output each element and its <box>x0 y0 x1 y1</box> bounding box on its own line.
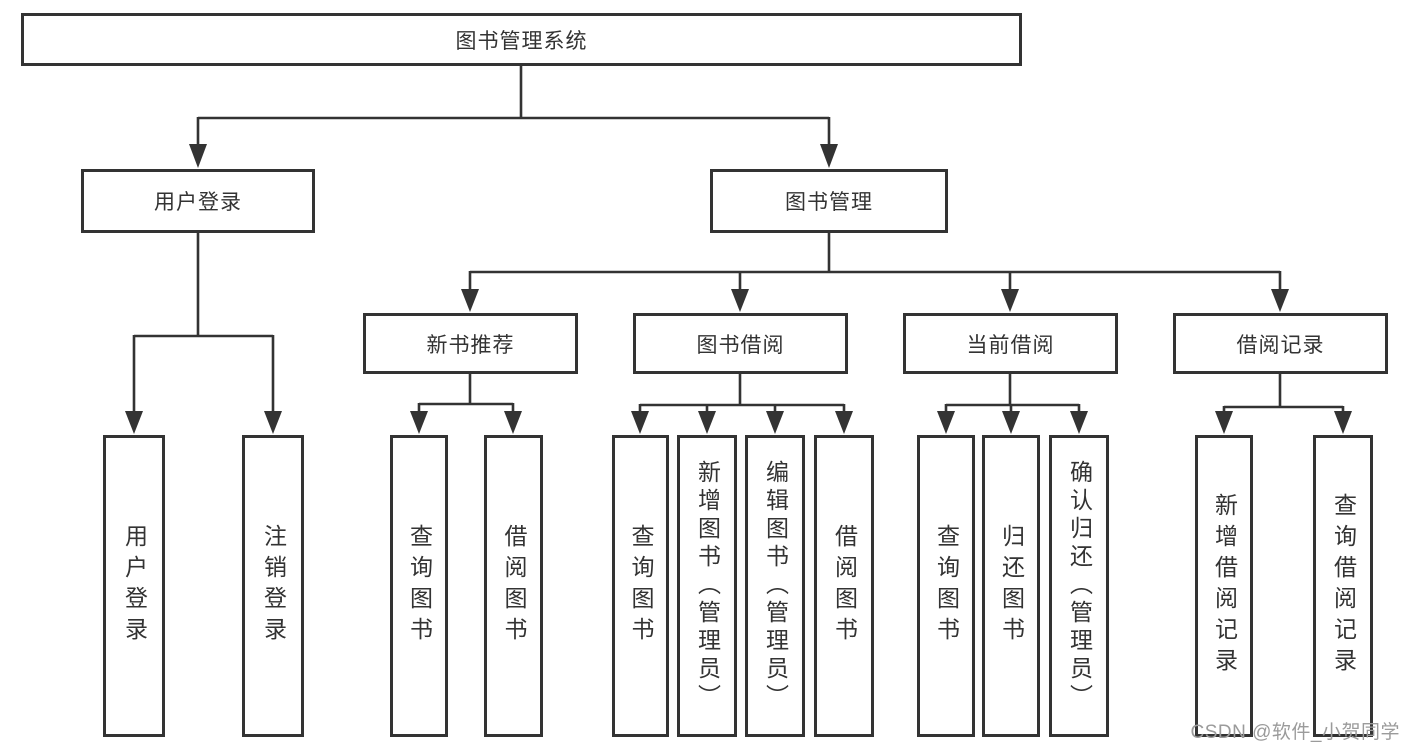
node-label: 新增图书（管理员） <box>694 460 721 712</box>
csdn-watermark: CSDN @软件_小贺同学 <box>1190 722 1400 743</box>
node-borrowing-records: 借阅记录 <box>1173 313 1388 374</box>
node-label: 确认归还（管理员） <box>1066 460 1093 712</box>
node-label: 查询图书 <box>406 524 433 648</box>
node-new-book-recommendation: 新书推荐 <box>363 313 578 374</box>
node-user-login: 用户登录 <box>103 435 165 737</box>
node-user-login-group: 用户登录 <box>81 169 315 233</box>
node-label: 图书管理系统 <box>455 29 588 53</box>
node-label: 用户登录 <box>154 191 242 214</box>
node-label: 查询图书 <box>933 524 960 648</box>
node-label: 图书管理 <box>785 191 873 214</box>
node-label: 当前借阅 <box>966 333 1055 357</box>
node-label: 新书推荐 <box>426 333 515 357</box>
node-label: 借阅图书 <box>501 524 527 648</box>
node-logout: 注销登录 <box>242 435 304 737</box>
node-library-management-system: 图书管理系统 <box>21 13 1022 66</box>
node-label: 归还图书 <box>998 524 1025 648</box>
node-borrow-books: 借阅图书 <box>484 435 543 737</box>
node-borrow-books: 借阅图书 <box>814 435 874 737</box>
node-confirm-return-admin: 确认归还（管理员） <box>1049 435 1109 737</box>
node-label: 注销登录 <box>260 524 287 648</box>
node-label: 查询图书 <box>628 524 654 648</box>
node-book-management-group: 图书管理 <box>710 169 948 233</box>
node-label: 借阅记录 <box>1236 333 1325 357</box>
node-edit-books-admin: 编辑图书（管理员） <box>745 435 805 737</box>
node-label: 借阅图书 <box>831 524 858 648</box>
node-query-books: 查询图书 <box>390 435 448 737</box>
node-current-borrowing: 当前借阅 <box>903 313 1118 374</box>
node-label: 图书借阅 <box>696 333 785 357</box>
node-label: 编辑图书（管理员） <box>762 460 789 712</box>
node-query-books: 查询图书 <box>612 435 669 737</box>
node-label: 用户登录 <box>121 524 148 648</box>
node-label: 查询借阅记录 <box>1330 493 1357 679</box>
node-book-borrowing: 图书借阅 <box>633 313 848 374</box>
node-label: 新增借阅记录 <box>1211 493 1238 679</box>
node-query-borrow-record: 查询借阅记录 <box>1313 435 1373 737</box>
node-query-books: 查询图书 <box>917 435 975 737</box>
node-add-books-admin: 新增图书（管理员） <box>677 435 737 737</box>
node-return-books: 归还图书 <box>982 435 1040 737</box>
node-add-borrow-record: 新增借阅记录 <box>1195 435 1253 737</box>
